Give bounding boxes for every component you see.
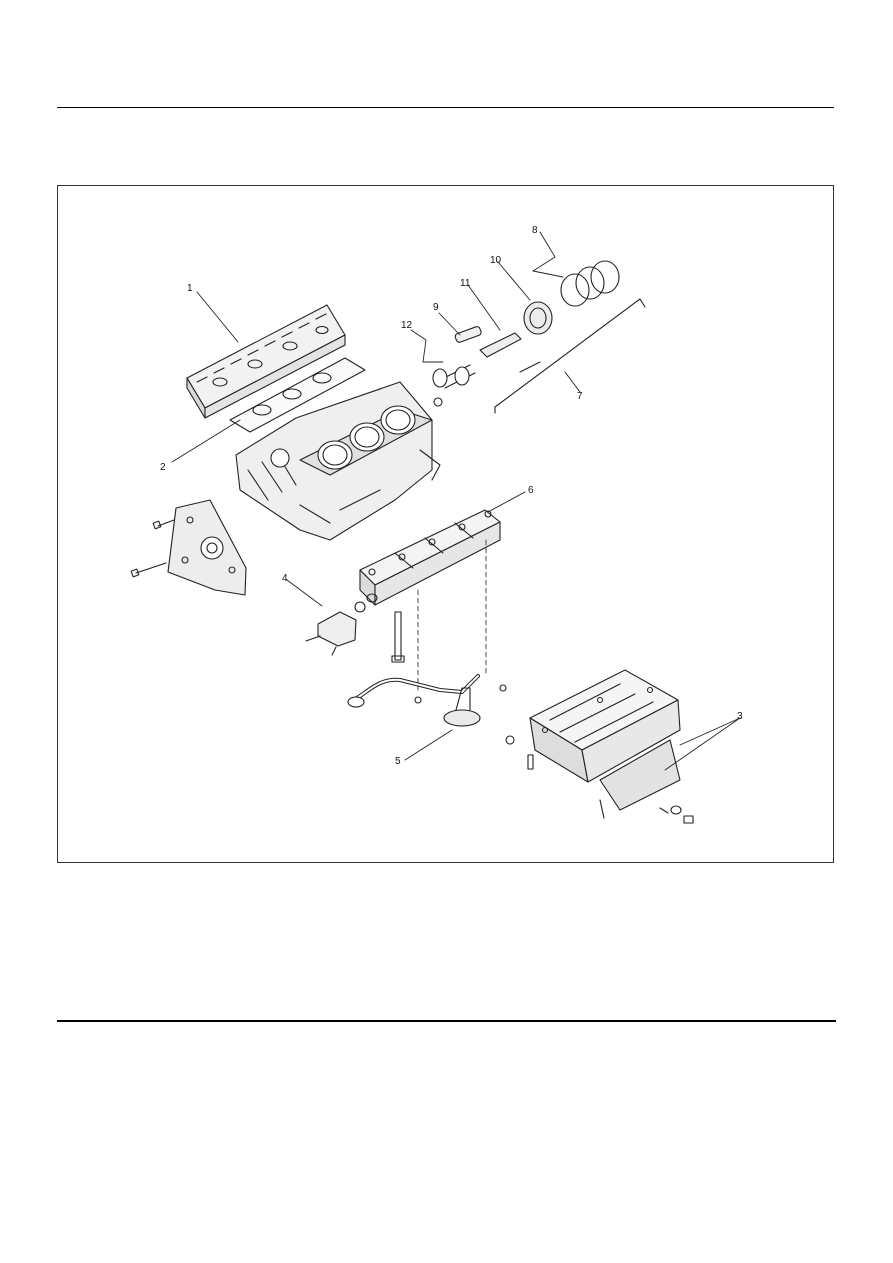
- oil-adapter: [305, 593, 378, 656]
- callout-12: 12: [401, 320, 413, 331]
- engine-block: [235, 381, 441, 541]
- callout-3: 3: [737, 711, 743, 722]
- callout-7: 7: [577, 391, 583, 402]
- oil-pan: [505, 669, 694, 824]
- head-gasket: [229, 357, 366, 433]
- callout-10: 10: [490, 255, 502, 266]
- callout-leaders: [171, 231, 741, 771]
- long-bolt: [391, 611, 405, 663]
- callout-2: 2: [160, 462, 166, 473]
- callout-5: 5: [395, 756, 401, 767]
- callout-labels: 1 2 3 4 5 6 7 8 9 10 11 12: [160, 225, 743, 767]
- oil-strainer: [347, 674, 507, 727]
- callout-8: 8: [532, 225, 538, 236]
- callout-11: 11: [460, 278, 471, 289]
- alignment-lines: [417, 539, 487, 691]
- front-cover: [130, 499, 247, 596]
- figure-frame: [57, 185, 834, 863]
- footer-rule: [57, 1020, 836, 1022]
- callout-4: 4: [282, 573, 288, 584]
- ladder-frame: [359, 509, 501, 606]
- callout-6: 6: [528, 485, 534, 496]
- header-rule: [57, 107, 834, 108]
- callout-9: 9: [433, 302, 439, 313]
- callout-1: 1: [187, 283, 193, 294]
- cylinder-head: [186, 304, 346, 419]
- piston-rod-assembly: [432, 260, 646, 414]
